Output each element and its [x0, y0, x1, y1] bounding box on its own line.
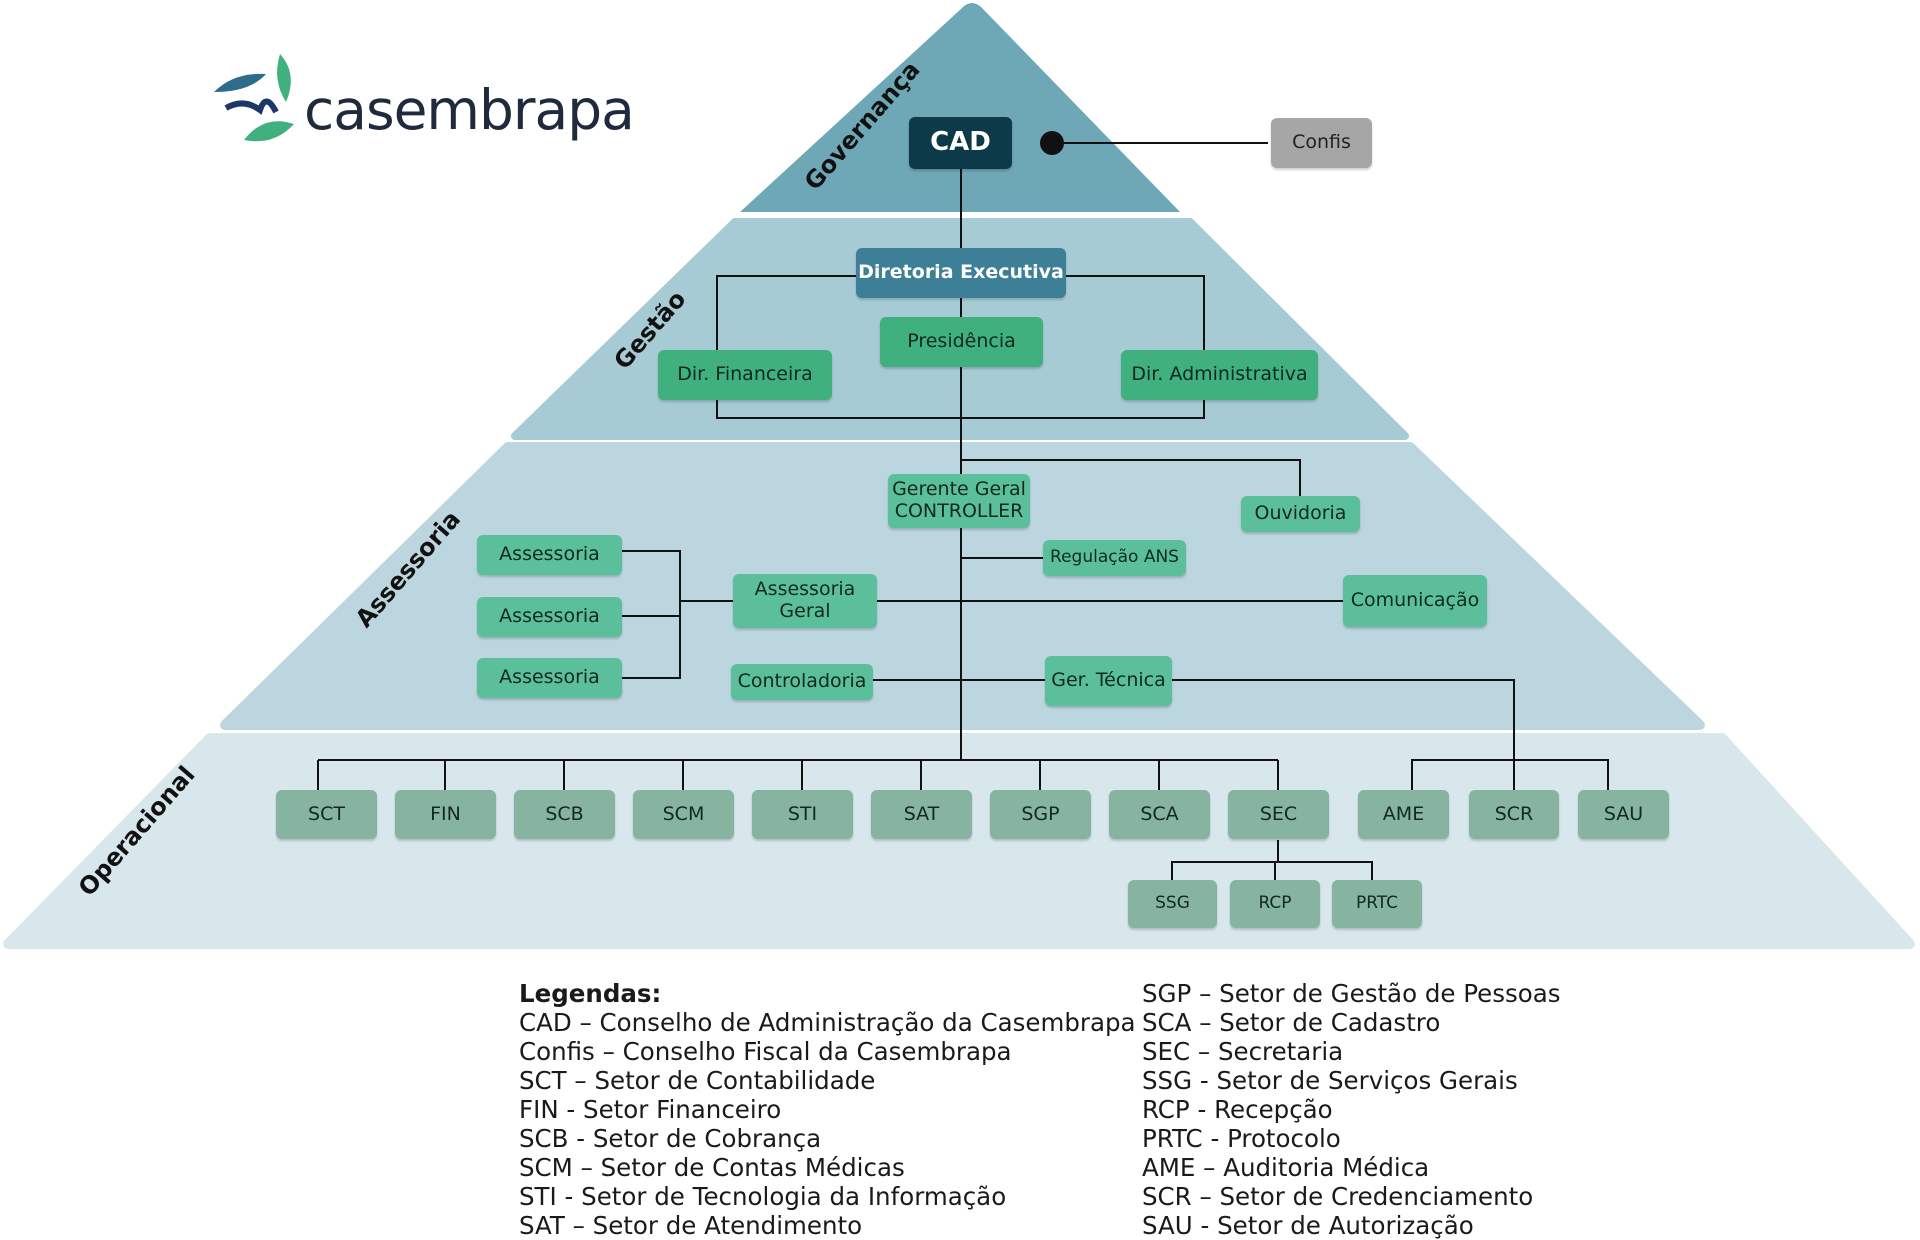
assessoria-label-1: Assessoria [499, 543, 600, 566]
dir-financeira-box[interactable]: Dir. Financeira [658, 350, 832, 400]
cad-label: CAD [930, 127, 991, 158]
unit-scr[interactable]: SCR [1469, 790, 1559, 839]
unit-scm-label: SCM [662, 802, 705, 825]
unit-prtc-label: PRTC [1355, 893, 1399, 914]
unit-scm[interactable]: SCM [633, 790, 734, 839]
legend-item: SCB - Setor de Cobrança [519, 1124, 822, 1153]
legend-item: SCT – Setor de Contabilidade [519, 1066, 876, 1095]
assessoria-geral-label-1: Assessoria [754, 578, 856, 601]
controladoria-box[interactable]: Controladoria [731, 664, 873, 700]
unit-sct-label: SCT [308, 802, 345, 825]
unit-sat[interactable]: SAT [871, 790, 972, 839]
confis-label: Confis [1292, 131, 1351, 154]
legend-item: SCM – Setor de Contas Médicas [519, 1153, 905, 1182]
ouvidoria-label: Ouvidoria [1254, 502, 1347, 525]
unit-scr-label: SCR [1494, 802, 1534, 825]
legend-title: Legendas: [519, 979, 662, 1008]
assessoria-box-2[interactable]: Assessoria [477, 597, 622, 637]
cad-connector-dot [1040, 131, 1064, 155]
assessoria-geral-box[interactable]: Assessoria Geral [733, 574, 877, 628]
legend-left: Legendas: CAD – Conselho de Administraçã… [519, 979, 1136, 1240]
legend-item: FIN - Setor Financeiro [519, 1095, 782, 1124]
ger-tecnica-box[interactable]: Ger. Técnica [1045, 656, 1172, 706]
assessoria-box-3[interactable]: Assessoria [477, 658, 622, 698]
unit-prtc[interactable]: PRTC [1332, 880, 1422, 928]
cad-box[interactable]: CAD [909, 117, 1012, 169]
unit-fin[interactable]: FIN [395, 790, 496, 839]
presidencia-box[interactable]: Presidência [880, 317, 1043, 367]
unit-sti-label: STI [787, 802, 818, 825]
legend-item: CAD – Conselho de Administração da Casem… [519, 1008, 1136, 1037]
legend-right: SGP – Setor de Gestão de Pessoas SCA – S… [1142, 979, 1561, 1240]
legend-item: Confis – Conselho Fiscal da Casembrapa [519, 1037, 1012, 1066]
dir-administrativa-box[interactable]: Dir. Administrativa [1121, 350, 1318, 400]
controladoria-label: Controladoria [737, 670, 867, 693]
unit-scb[interactable]: SCB [514, 790, 615, 839]
legend-item: SCA – Setor de Cadastro [1142, 1008, 1441, 1037]
legend-item: AME – Auditoria Médica [1142, 1153, 1430, 1182]
ger-tecnica-label: Ger. Técnica [1051, 669, 1166, 692]
unit-sca-label: SCA [1140, 802, 1179, 825]
comunicacao-label: Comunicação [1350, 589, 1480, 612]
unit-sgp[interactable]: SGP [990, 790, 1091, 839]
diretoria-executiva-label: Diretoria Executiva [858, 261, 1064, 284]
tier-operacional-shape [3, 733, 1915, 949]
dir-administrativa-label: Dir. Administrativa [1131, 363, 1308, 386]
regulacao-ans-box[interactable]: Regulação ANS [1043, 540, 1186, 576]
legend-item: SAU - Setor de Autorização [1142, 1211, 1474, 1240]
unit-ssg[interactable]: SSG [1128, 880, 1217, 928]
unit-sat-label: SAT [903, 802, 940, 825]
presidencia-label: Presidência [907, 330, 1016, 353]
legend-item: SSG - Setor de Serviços Gerais [1142, 1066, 1518, 1095]
legend-item: PRTC - Protocolo [1142, 1124, 1341, 1153]
gerente-geral-box[interactable]: Gerente Geral CONTROLLER [888, 474, 1030, 528]
assessoria-label-2: Assessoria [499, 605, 600, 628]
unit-ssg-label: SSG [1155, 893, 1190, 914]
unit-ame-label: AME [1382, 802, 1425, 825]
assessoria-label-3: Assessoria [499, 666, 600, 689]
unit-sct[interactable]: SCT [276, 790, 377, 839]
diretoria-executiva-box[interactable]: Diretoria Executiva [856, 248, 1066, 298]
comunicacao-box[interactable]: Comunicação [1343, 575, 1487, 627]
dir-financeira-label: Dir. Financeira [677, 363, 813, 386]
confis-box[interactable]: Confis [1271, 118, 1372, 168]
casembrapa-logo: casembrapa [214, 52, 635, 152]
unit-sgp-label: SGP [1021, 802, 1060, 825]
unit-sau[interactable]: SAU [1578, 790, 1669, 839]
gerente-geral-label-1: Gerente Geral [892, 478, 1026, 501]
logo-wordmark: casembrapa [304, 78, 635, 142]
gerente-geral-label-2: CONTROLLER [894, 500, 1024, 522]
legend-item: SAT – Setor de Atendimento [519, 1211, 863, 1240]
connector-lines [317, 142, 1609, 880]
unit-rcp-label: RCP [1258, 893, 1292, 914]
unit-sti[interactable]: STI [752, 790, 853, 839]
unit-sca[interactable]: SCA [1109, 790, 1210, 839]
regulacao-ans-label: Regulação ANS [1050, 547, 1179, 568]
unit-scb-label: SCB [545, 802, 584, 825]
legend-item: SGP – Setor de Gestão de Pessoas [1142, 979, 1561, 1008]
legend-item: STI - Setor de Tecnologia da Informação [519, 1182, 1007, 1211]
legend-item: SEC – Secretaria [1142, 1037, 1344, 1066]
assessoria-geral-label-2: Geral [779, 600, 831, 622]
unit-sau-label: SAU [1603, 802, 1644, 825]
unit-ame[interactable]: AME [1358, 790, 1449, 839]
legend-item: SCR – Setor de Credenciamento [1142, 1182, 1534, 1211]
unit-rcp[interactable]: RCP [1230, 880, 1320, 928]
logo-leaves-icon [214, 54, 294, 142]
assessoria-box-1[interactable]: Assessoria [477, 535, 622, 575]
unit-fin-label: FIN [430, 802, 461, 825]
unit-sec[interactable]: SEC [1228, 790, 1329, 839]
legend-item: RCP - Recepção [1142, 1095, 1333, 1124]
unit-sec-label: SEC [1259, 802, 1298, 825]
tier-governanca-shape [740, 3, 1180, 212]
ouvidoria-box[interactable]: Ouvidoria [1241, 496, 1360, 532]
